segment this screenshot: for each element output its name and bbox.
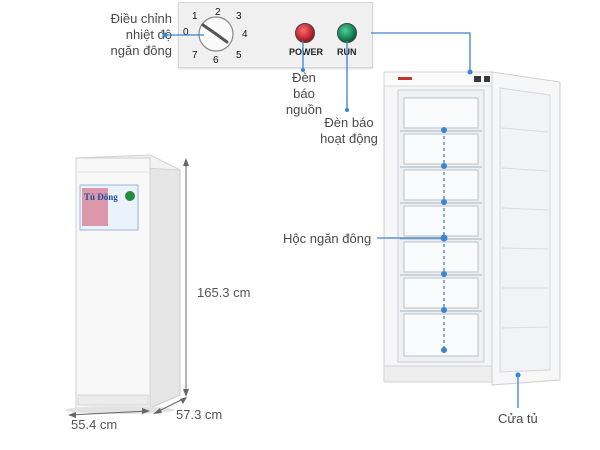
dial-mark-2: 2: [215, 7, 221, 18]
closed-freezer: [65, 154, 181, 414]
run-led-icon: [337, 23, 357, 43]
open-freezer: [383, 71, 561, 386]
dial-mark-4: 4: [242, 29, 248, 40]
door-label: Cửa tủ: [498, 411, 538, 426]
power-led-callout-line-2: nguồn: [285, 102, 323, 117]
run-led-callout-line-2: hoạt động: [320, 131, 378, 146]
temp-control-line-1: Điều chỉnh: [110, 11, 172, 26]
dial-mark-0: 0: [183, 27, 189, 38]
drawers-label: Hộc ngăn đông: [283, 231, 372, 246]
run-led-callout: Đèn báo hoạt động: [313, 115, 385, 147]
dial-mark-7: 7: [192, 50, 198, 61]
width-dimension: 55.4 cm: [71, 417, 118, 432]
temperature-dial[interactable]: [191, 9, 241, 59]
dial-mark-1: 1: [192, 11, 198, 22]
depth-dimension: 57.3 cm: [176, 407, 223, 422]
run-led-callout-line-1: Đèn báo: [324, 115, 374, 130]
dial-mark-3: 3: [236, 11, 242, 22]
power-led-label: POWER: [289, 47, 324, 57]
sticker-title: Tủ Đông: [84, 192, 118, 202]
dial-mark-5: 5: [236, 50, 242, 61]
control-panel: 0 1 2 3 4 5 6 7 POWER RUN: [178, 2, 373, 68]
power-led-icon: [295, 23, 315, 43]
dial-mark-6: 6: [213, 55, 219, 66]
run-led-label: RUN: [337, 47, 357, 57]
power-led-callout: Đèn báo nguồn: [280, 70, 328, 118]
temp-control-line-3: ngăn đông: [110, 43, 172, 58]
height-dimension: 165.3 cm: [197, 285, 251, 300]
temp-control-line-2: nhiệt độ: [125, 27, 172, 42]
power-led-callout-line-1: Đèn báo: [292, 70, 316, 101]
temp-control-label: Điều chỉnh nhiệt độ ngăn đông: [92, 11, 172, 59]
